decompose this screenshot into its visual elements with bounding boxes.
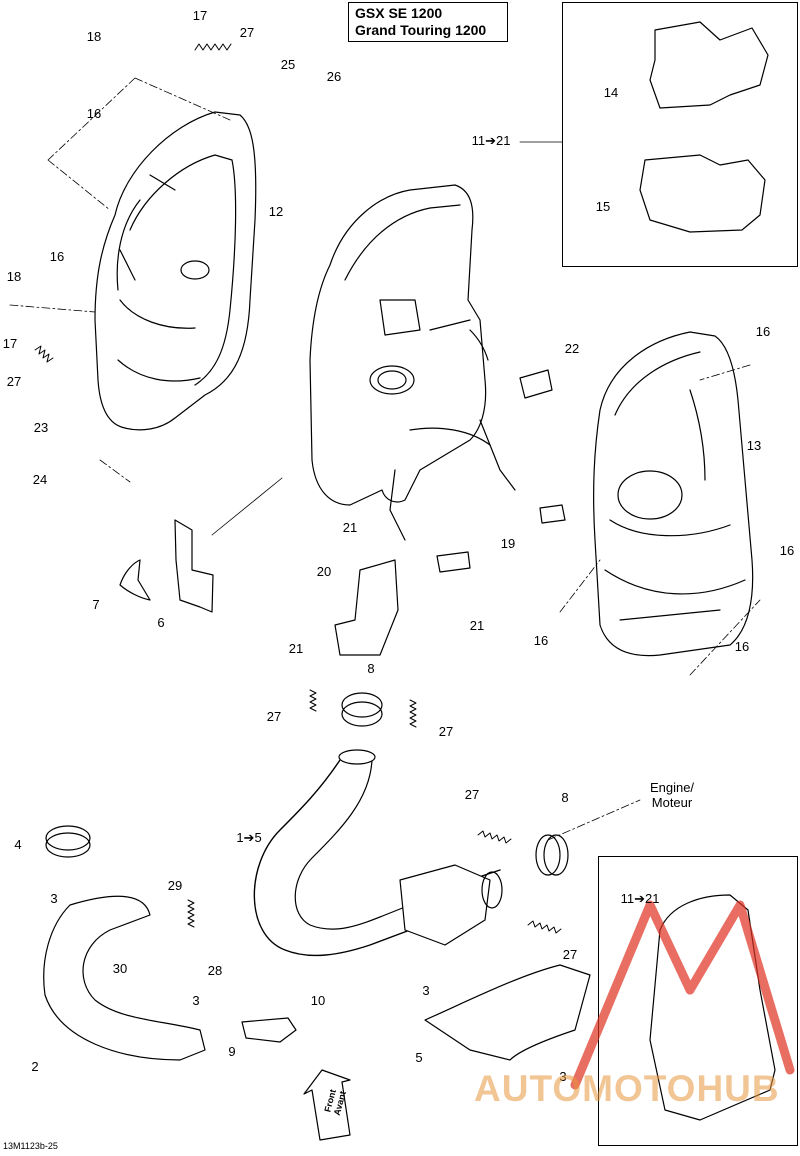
callout-18: 18 <box>6 269 22 284</box>
front-arrow-shape <box>303 1069 351 1141</box>
callout-3: 3 <box>192 993 200 1008</box>
bracket-9 <box>241 1017 297 1043</box>
callout-3: 3 <box>422 983 430 998</box>
callout-9: 9 <box>228 1044 236 1059</box>
callout-15: 15 <box>595 199 611 214</box>
engine-label-line2: Moteur <box>651 795 693 810</box>
callout-3: 3 <box>559 1069 567 1084</box>
callout-5: 5 <box>415 1050 423 1065</box>
muffler-assembly <box>309 184 566 573</box>
engine-label: Engine/ Moteur <box>632 780 712 810</box>
drawing-id: 13M1123b-25 <box>3 1141 58 1151</box>
callout-16: 16 <box>734 639 750 654</box>
callout-16: 16 <box>533 633 549 648</box>
callout-21: 21 <box>288 641 304 656</box>
bracket-20 <box>334 559 399 656</box>
callout-2: 2 <box>31 1059 39 1074</box>
callout-28: 28 <box>207 963 223 978</box>
callout-27: 27 <box>239 25 255 40</box>
clamp-4 <box>45 825 91 858</box>
callout-6: 6 <box>157 615 165 630</box>
inset-muffler <box>649 894 776 1121</box>
callout-24: 24 <box>32 472 48 487</box>
callout-14: 14 <box>603 85 619 100</box>
callout-26: 26 <box>326 69 342 84</box>
callout-29: 29 <box>167 878 183 893</box>
callout-16: 16 <box>779 543 795 558</box>
callout-1-5: 1➔5 <box>236 830 262 845</box>
callout-27: 27 <box>266 709 282 724</box>
model-title-line1: GSX SE 1200 <box>355 5 443 21</box>
callout-4: 4 <box>14 837 22 852</box>
decal-14 <box>649 21 769 109</box>
callout-3: 3 <box>50 891 58 906</box>
exhaust-pipe <box>253 749 503 957</box>
heat-guard-2 <box>43 895 206 1061</box>
callout-17: 17 <box>2 336 18 351</box>
callout-16: 16 <box>86 106 102 121</box>
watermark-logo <box>570 900 795 1090</box>
seal-ring-8-lower <box>535 834 569 876</box>
callout-30: 30 <box>112 961 128 976</box>
engine-label-line1: Engine/ <box>649 780 695 795</box>
model-title-box: GSX SE 1200 Grand Touring 1200 <box>348 2 508 42</box>
callout-12: 12 <box>268 204 284 219</box>
callout-20: 20 <box>316 564 332 579</box>
callout-8: 8 <box>561 790 569 805</box>
clip-7 <box>119 559 151 601</box>
seal-ring-8-upper <box>341 692 383 727</box>
callout-21: 21 <box>342 520 358 535</box>
callout-11-21: 11➔21 <box>471 133 511 148</box>
callout-27: 27 <box>562 947 578 962</box>
callout-23: 23 <box>33 420 49 435</box>
heat-shield-5 <box>424 964 591 1061</box>
leader-lines <box>9 77 761 841</box>
callout-21: 21 <box>469 618 485 633</box>
muffler-cover-right <box>593 331 754 657</box>
callout-10: 10 <box>310 993 326 1008</box>
callout-19: 19 <box>500 536 516 551</box>
callout-18: 18 <box>86 29 102 44</box>
callout-25: 25 <box>280 57 296 72</box>
heat-shield-6 <box>174 519 214 613</box>
callout-16: 16 <box>49 249 65 264</box>
detail-inset-frame <box>598 856 798 1146</box>
callout-13: 13 <box>746 438 762 453</box>
callout-16: 16 <box>755 324 771 339</box>
watermark-text: AUTOMOTOHUB <box>474 1068 780 1109</box>
callout-27: 27 <box>438 724 454 739</box>
decal-15 <box>639 154 766 233</box>
callout-27: 27 <box>6 374 22 389</box>
callout-inset-11-21: 11➔21 <box>620 891 660 906</box>
decal-inset-frame <box>562 2 798 267</box>
callout-22: 22 <box>564 341 580 356</box>
callout-7: 7 <box>92 597 100 612</box>
callout-17: 17 <box>192 8 208 23</box>
muffler-cover-left <box>94 111 257 431</box>
callout-27: 27 <box>464 787 480 802</box>
callout-8: 8 <box>367 661 375 676</box>
spring-set <box>34 43 562 934</box>
model-title-line2: Grand Touring 1200 <box>355 22 487 38</box>
